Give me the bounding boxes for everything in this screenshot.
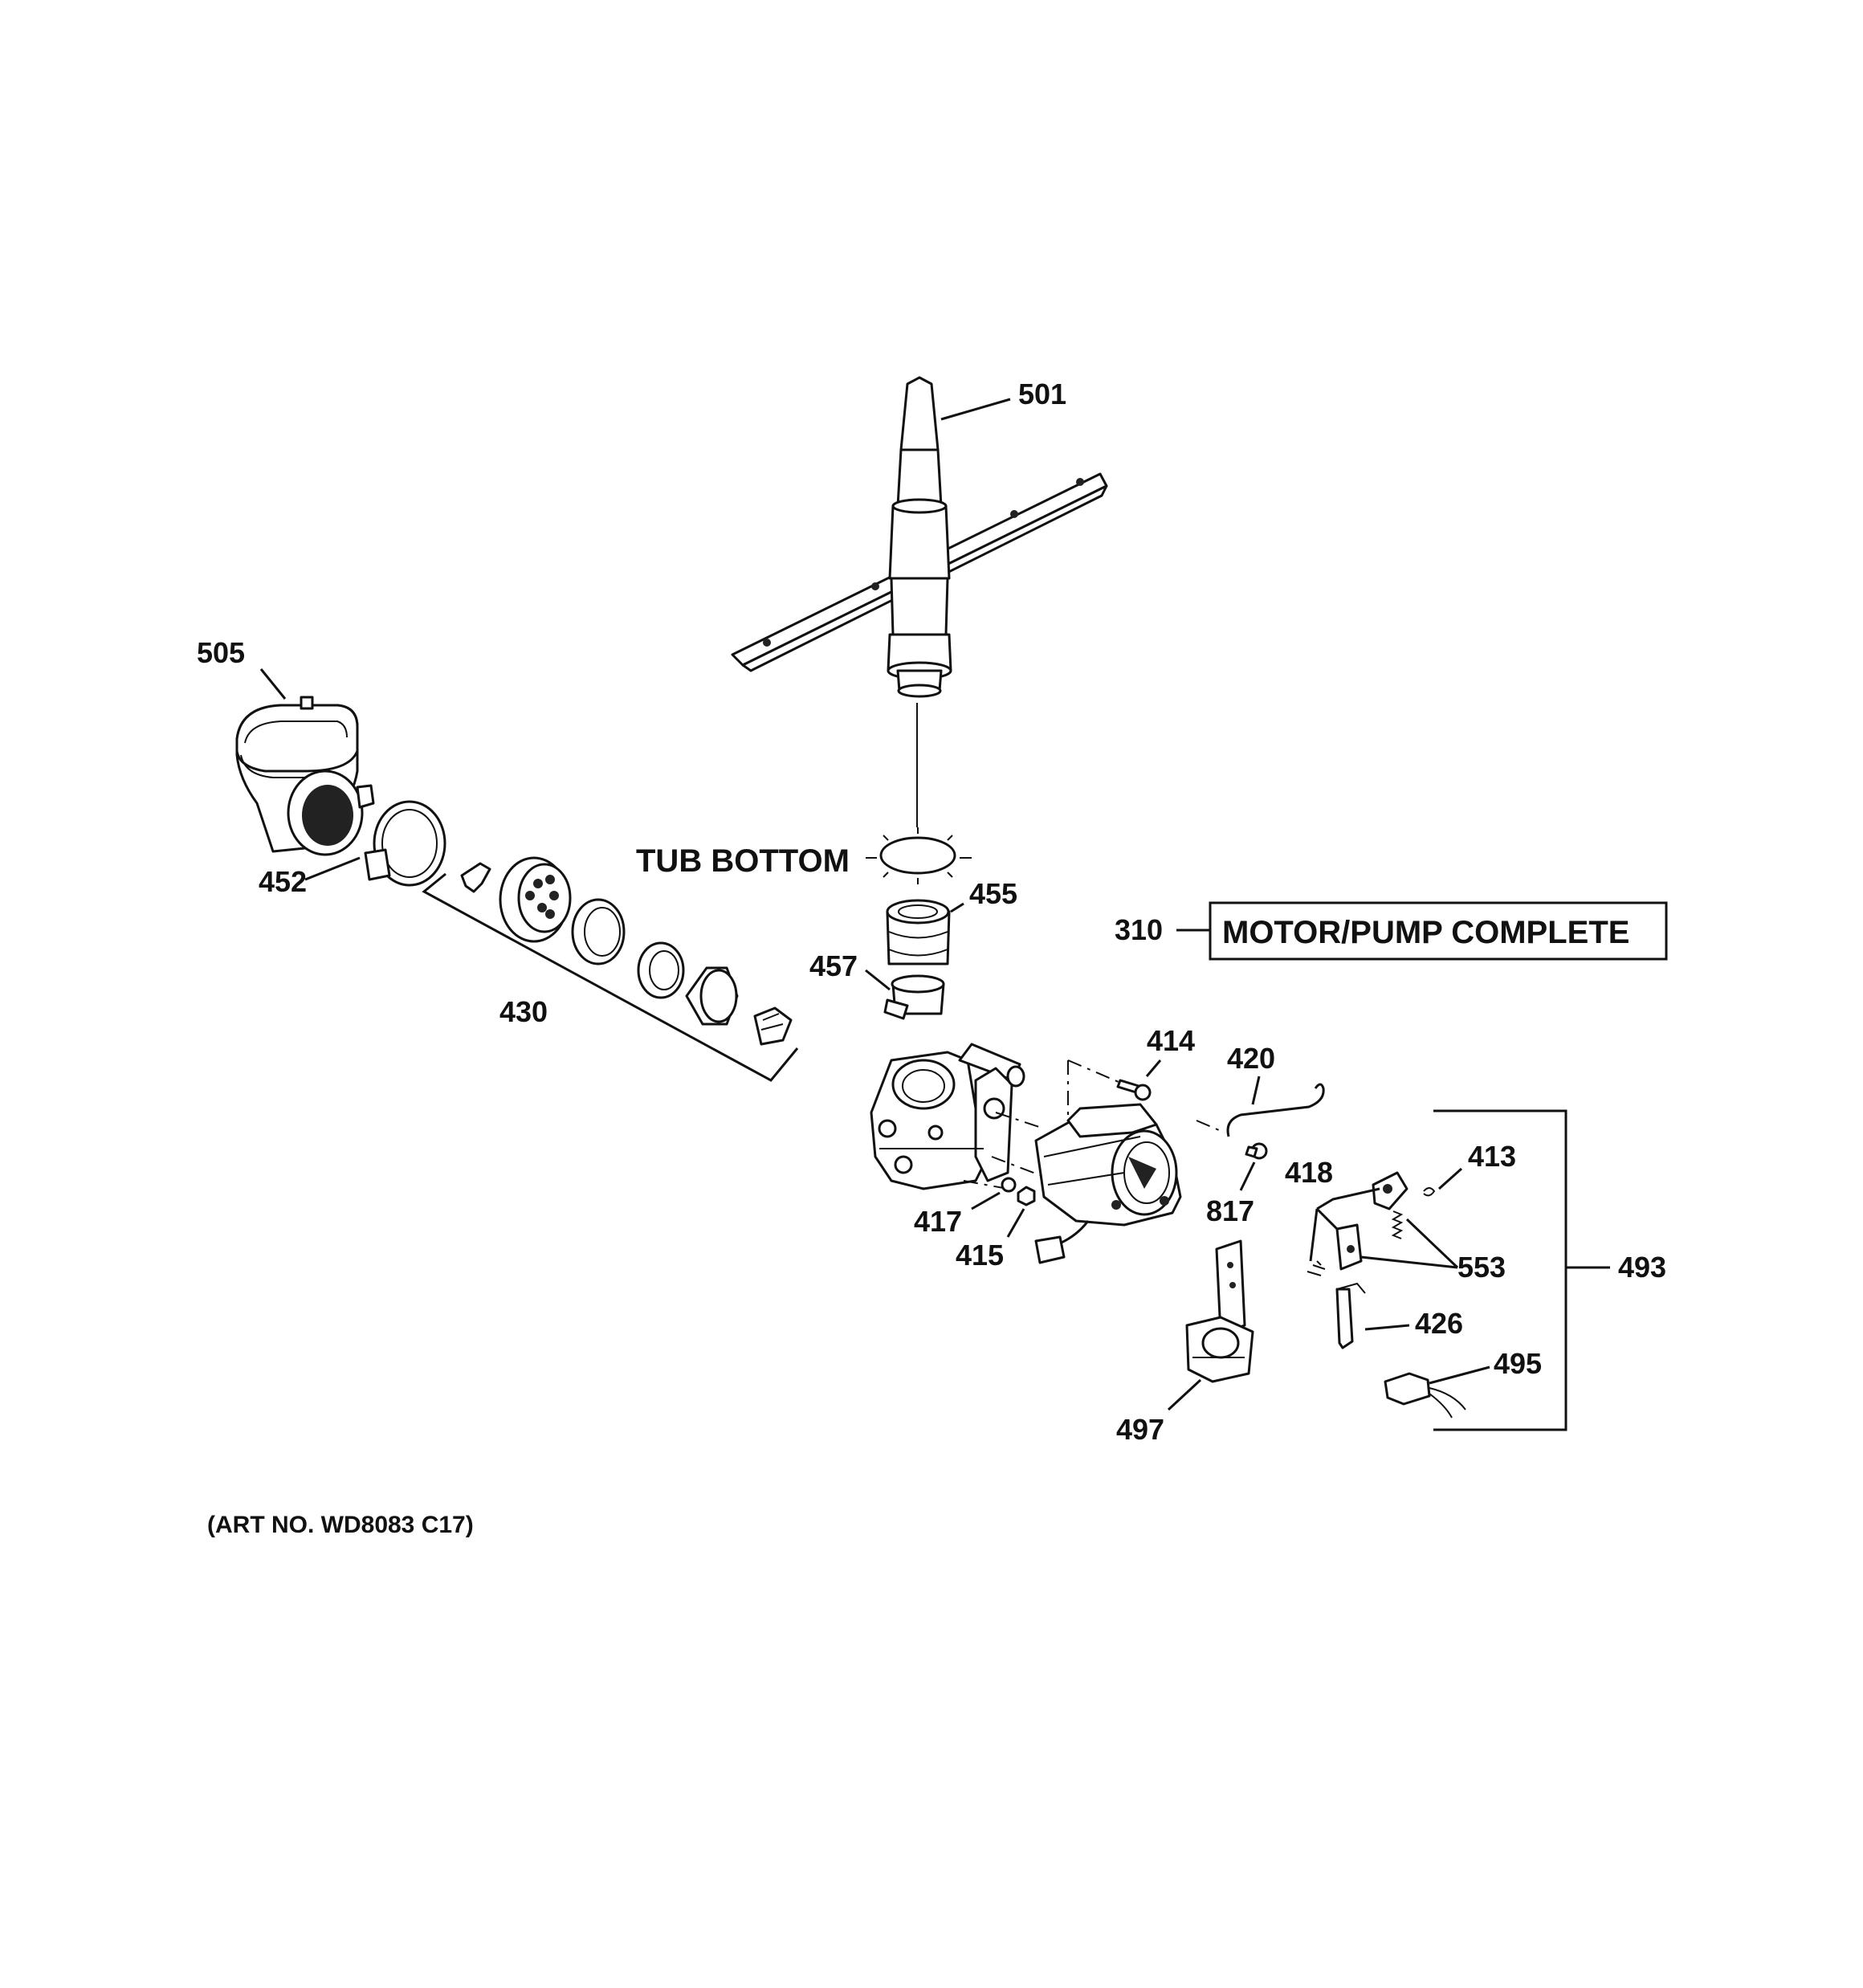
callout-505: 505: [197, 636, 245, 669]
part-426-pin: 426: [1335, 1282, 1463, 1349]
callout-420: 420: [1227, 1042, 1275, 1075]
part-413-clip: 413: [1438, 1140, 1516, 1190]
callout-501: 501: [1018, 378, 1066, 410]
callout-418: 418: [1285, 1156, 1333, 1189]
tub-bottom-gasket: TUB BOTTOM: [636, 827, 972, 884]
part-817-screw: 817: [1206, 1142, 1268, 1227]
callout-497: 497: [1116, 1413, 1164, 1446]
callout-417: 417: [914, 1205, 962, 1238]
callout-495: 495: [1494, 1347, 1542, 1380]
callout-553: 553: [1457, 1251, 1506, 1284]
motor-pump-label: MOTOR/PUMP COMPLETE: [1222, 915, 1629, 950]
callout-493: 493: [1618, 1251, 1666, 1284]
part-452-clamp: 452: [259, 800, 446, 898]
pump-motor: [1034, 1103, 1182, 1264]
part-505-sump: 505: [197, 636, 375, 856]
callout-430: 430: [499, 995, 548, 1028]
callout-452: 452: [259, 865, 307, 898]
part-553-spring: 553: [1360, 1218, 1506, 1284]
leader-501: [940, 398, 1011, 421]
callout-457: 457: [809, 949, 858, 982]
pump-housing: [870, 1043, 1025, 1190]
tub-bottom-label: TUB BOTTOM: [636, 843, 850, 879]
part-501-spray-arm: 501: [731, 376, 1108, 698]
part-497-solenoid: 497: [1116, 1239, 1254, 1446]
callout-415: 415: [956, 1239, 1004, 1272]
bracket-493: [1433, 1109, 1567, 1431]
part-430-filter-kit: 430: [422, 856, 799, 1082]
callout-817: 817: [1206, 1194, 1254, 1227]
callout-455: 455: [969, 877, 1017, 910]
part-418-cam: 418: [1285, 1156, 1436, 1276]
callout-426: 426: [1415, 1307, 1463, 1340]
part-455-seal: 455: [886, 877, 1017, 965]
part-495-connector: 495: [1384, 1347, 1542, 1419]
part-414-screw: 414: [1116, 1024, 1195, 1101]
callout-310: 310: [1115, 913, 1163, 946]
motor-pump-box: [1209, 901, 1668, 961]
part-420-rod: 420: [1226, 1042, 1325, 1137]
motor-pump-group: 310 MOTOR/PUMP COMPLETE: [1115, 901, 1668, 961]
part-417-washer: 417: [914, 1177, 1017, 1238]
art-number: (ART NO. WD8083 C17): [207, 1512, 474, 1538]
part-415-nut: 415: [956, 1186, 1036, 1272]
callout-414: 414: [1147, 1024, 1195, 1057]
part-457-clamp: 457: [809, 949, 945, 1020]
callout-413: 413: [1468, 1140, 1516, 1173]
